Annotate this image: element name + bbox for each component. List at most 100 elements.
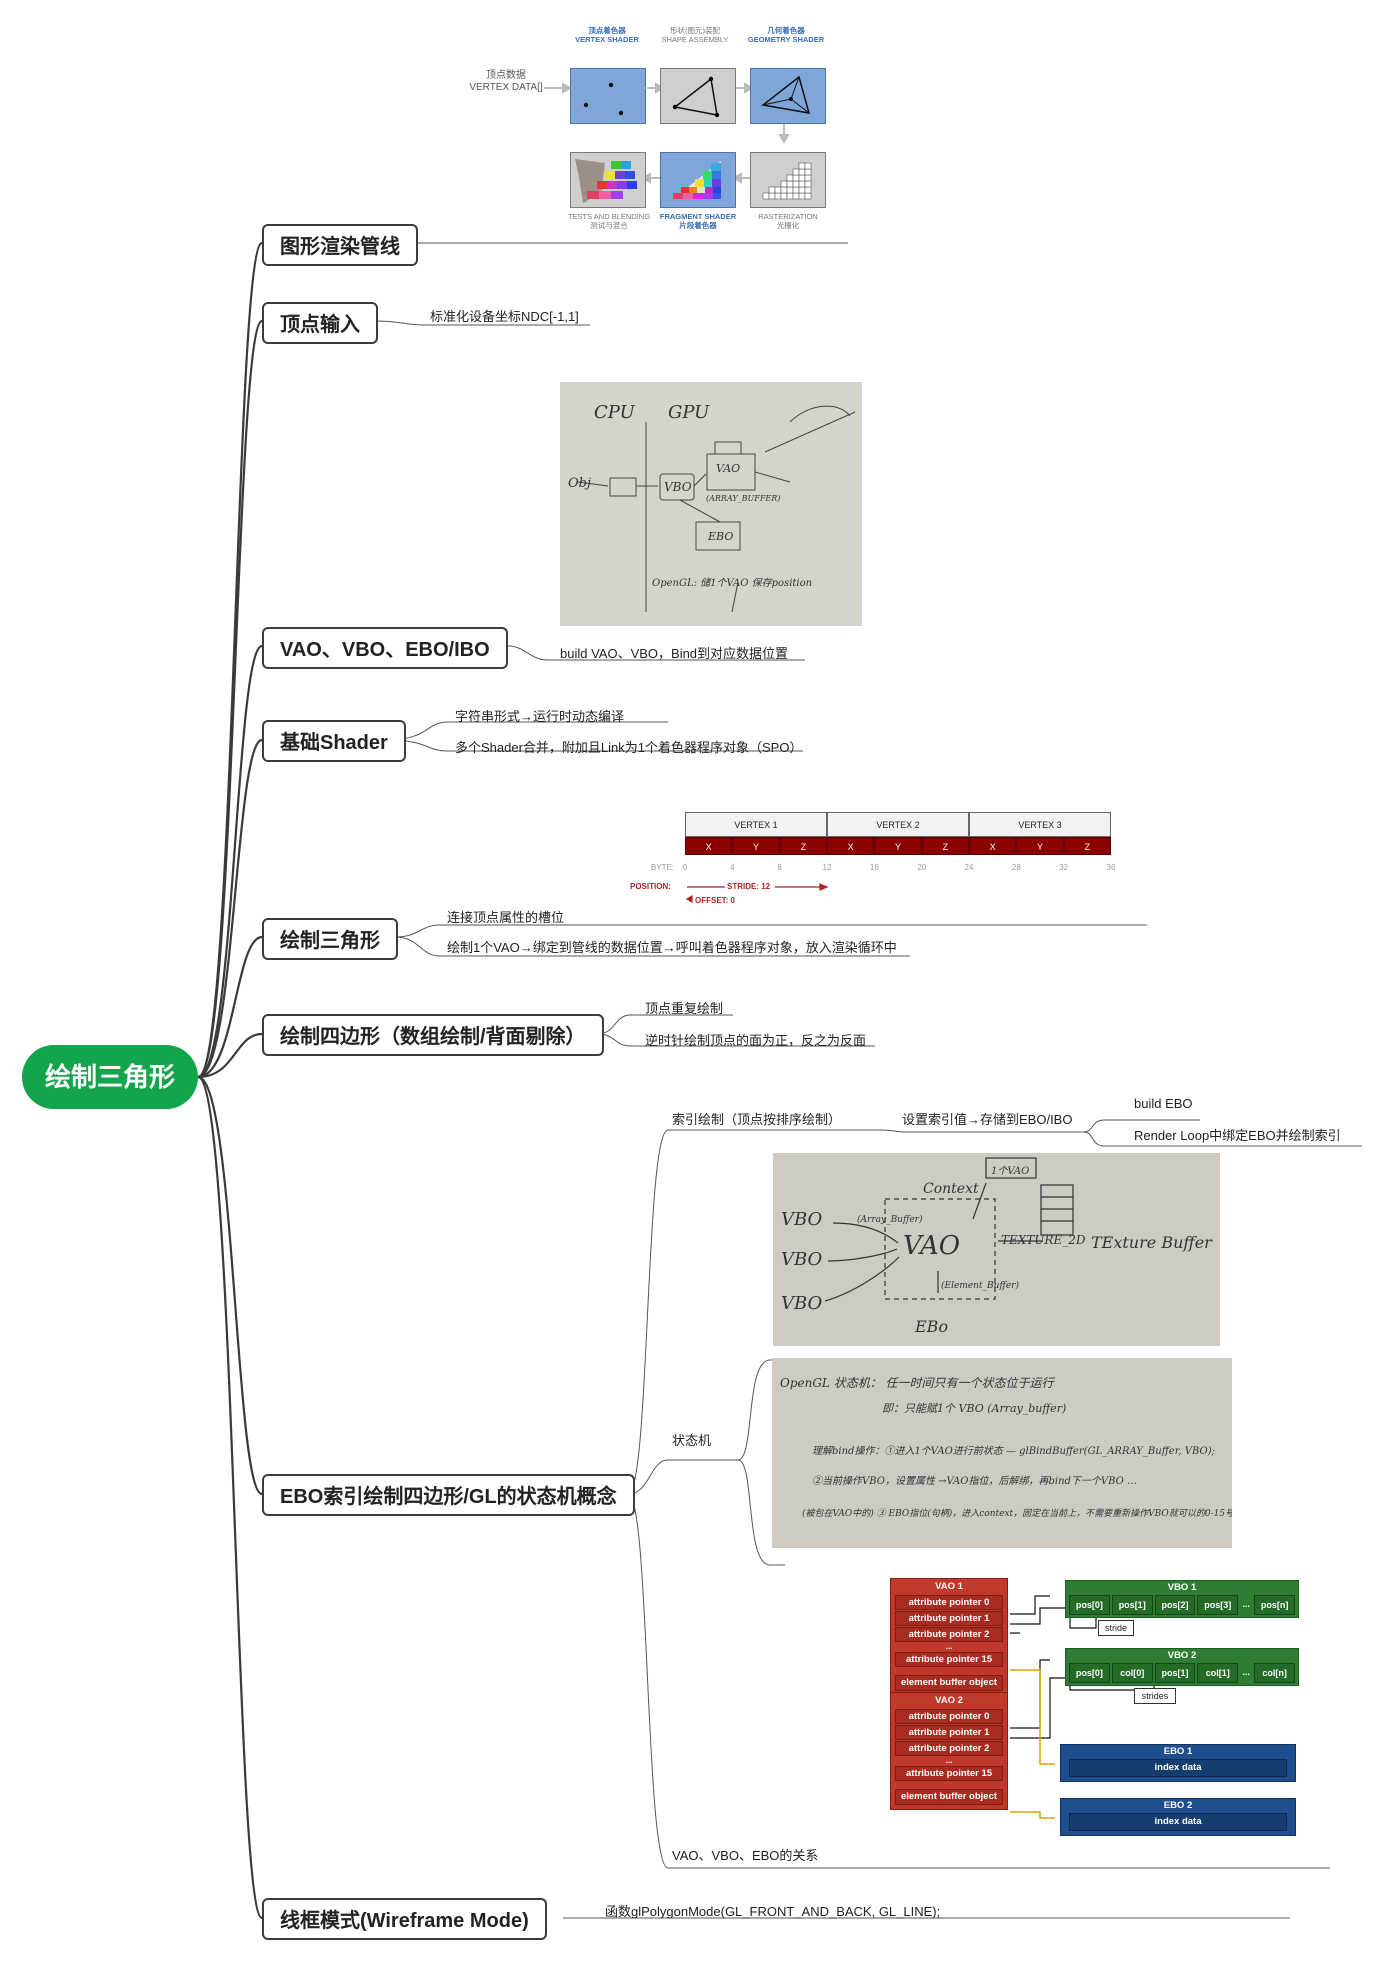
leaf-vao-vbo-ebo-relation[interactable]: VAO、VBO、EBO的关系 bbox=[672, 1848, 819, 1863]
byte-tick-5: 20 bbox=[917, 863, 927, 872]
component-cell-6: X bbox=[969, 837, 1017, 855]
sketch3-line-1: OpenGL 状态机： 任一时间只有一个状态位于运行 bbox=[780, 1376, 1054, 1390]
byte-tick-1: 4 bbox=[730, 863, 735, 872]
vao-2-title: VAO 2 bbox=[935, 1695, 963, 1706]
leaf-set-index[interactable]: 设置索引值→存储到EBO/IBO bbox=[902, 1112, 1073, 1127]
topic-render-pipeline[interactable]: 图形渲染管线 bbox=[262, 224, 418, 266]
topic-draw-quad[interactable]: 绘制四边形（数组绘制/背面剔除） bbox=[262, 1014, 604, 1056]
topic-basic-shader[interactable]: 基础Shader bbox=[262, 720, 406, 762]
vbo2-cell-1: col[0] bbox=[1111, 1663, 1153, 1683]
sketch-vao-context-photo: VBO VBO VBO VAO EBo Context 1个VAO (Array… bbox=[773, 1153, 1220, 1346]
leaf-quad-ccw[interactable]: 逆时针绘制顶点的面为正，反之为反面 bbox=[645, 1033, 867, 1048]
stage-rasterization-cn: 光栅化 bbox=[776, 221, 800, 230]
byte-tick-8: 32 bbox=[1059, 863, 1069, 872]
sketch3-line-3: 理解bind操作：①进入1个VAO进行前状态 — glBindBuffer(GL… bbox=[812, 1446, 1215, 1457]
sketch3-line-5: (被包在VAO中的) ③ EBO指位(句柄)，进入context，固定在当前上，… bbox=[802, 1509, 1232, 1519]
vao1-ebo-object: element buffer object bbox=[895, 1675, 1003, 1691]
vao-2-box: VAO 2 attribute pointer 0 attribute poin… bbox=[890, 1692, 1008, 1810]
sketch1-vao: VAO bbox=[716, 462, 741, 475]
stage-vertex-shader-box bbox=[570, 68, 646, 124]
vbo2-cell-5: col[n] bbox=[1254, 1663, 1295, 1683]
stride-arrows bbox=[685, 883, 829, 904]
ebo-2-index-data: index data bbox=[1069, 1813, 1287, 1831]
leaf-vao-build[interactable]: build VAO、VBO，Bind到对应数据位置 bbox=[560, 646, 789, 661]
component-cell-8: Z bbox=[1063, 837, 1111, 855]
stage-tests-blending-en: TESTS AND BLENDING bbox=[567, 212, 651, 221]
stage-fragment-shader-cn: 片段着色器 bbox=[679, 221, 717, 230]
vbo1-cell-4: ... bbox=[1242, 1599, 1250, 1609]
root-topic[interactable]: 绘制三角形 bbox=[22, 1045, 198, 1109]
vbo-1-cells: pos[0]pos[1]pos[2]pos[3]...pos[n] bbox=[1066, 1595, 1298, 1615]
sketch-cpu-gpu-photo: CPU GPU Obj VBO VAO (ARRAY_BUFFER) EBO O… bbox=[560, 382, 862, 626]
stage-geometry-shader-box bbox=[750, 68, 826, 124]
vbo-2-box: VBO 2 pos[0]col[0]pos[1]col[1]... col[n] bbox=[1065, 1648, 1299, 1686]
topic-draw-triangle[interactable]: 绘制三角形 bbox=[262, 918, 398, 960]
ebo-1-title: EBO 1 bbox=[1163, 1746, 1193, 1757]
vao2-attr-2: attribute pointer 2 bbox=[895, 1741, 1003, 1756]
vbo-1-stride: stride bbox=[1098, 1620, 1134, 1636]
byte-label: BYTE: bbox=[651, 863, 675, 872]
topic-vertex-input[interactable]: 顶点输入 bbox=[262, 302, 378, 344]
leaf-render-loop[interactable]: Render Loop中绑定EBO并绘制索引 bbox=[1134, 1128, 1341, 1143]
vertex-3-header: VERTEX 3 bbox=[969, 812, 1111, 837]
component-cell-3: X bbox=[827, 837, 875, 855]
byte-tick-4: 16 bbox=[869, 863, 879, 872]
ebo-1-box: EBO 1 index data bbox=[1060, 1744, 1296, 1782]
topic-ebo-state-machine[interactable]: EBO索引绘制四边形/GL的状态机概念 bbox=[262, 1474, 635, 1516]
stage-vertex-shader-en: VERTEX SHADER bbox=[575, 35, 639, 44]
component-cell-1: Y bbox=[732, 837, 780, 855]
stage-fragment-shader-box bbox=[660, 152, 736, 208]
component-cell-0: X bbox=[685, 837, 733, 855]
vao2-dots: ... bbox=[945, 1756, 953, 1765]
vertex-2-header: VERTEX 2 bbox=[827, 812, 969, 837]
vbo2-cell-0: pos[0] bbox=[1069, 1663, 1110, 1683]
leaf-polygon-mode[interactable]: 函数glPolygonMode(GL_FRONT_AND_BACK, GL_LI… bbox=[605, 1904, 941, 1919]
sketch1-opengl-line: OpenGL: 储1个VAO 保存position bbox=[652, 578, 813, 589]
component-cell-2: Z bbox=[779, 837, 827, 855]
vbo1-cell-2: pos[2] bbox=[1154, 1595, 1196, 1615]
leaf-build-ebo[interactable]: build EBO bbox=[1134, 1096, 1193, 1111]
leaf-state-machine[interactable]: 状态机 bbox=[672, 1433, 712, 1448]
vao-1-box: VAO 1 attribute pointer 0 attribute poin… bbox=[890, 1578, 1008, 1696]
sketch2-texture-buffer: TExture Buffer bbox=[1091, 1233, 1212, 1252]
sketch1-cpu: CPU bbox=[594, 402, 635, 423]
vbo-2-cells: pos[0]col[0]pos[1]col[1]... col[n] bbox=[1066, 1663, 1298, 1683]
leaf-shader-link[interactable]: 多个Shader合并，附加且Link为1个着色器程序对象（SPO） bbox=[455, 740, 803, 755]
stage-shape-assembly-cn: 形状(图元)装配 bbox=[670, 26, 720, 35]
render-pipeline-image: 顶点数据 VERTEX DATA[] 顶点着色器 VERTEX SHADER 形… bbox=[460, 20, 840, 245]
vao1-attr-2: attribute pointer 2 bbox=[895, 1627, 1003, 1642]
ebo-2-box: EBO 2 index data bbox=[1060, 1798, 1296, 1836]
byte-tick-3: 12 bbox=[822, 863, 832, 872]
stage-rasterization-en: RASTERIZATION bbox=[758, 212, 818, 221]
sketch2-vbo-2: VBO bbox=[781, 1249, 823, 1270]
vao1-attr-0: attribute pointer 0 bbox=[895, 1595, 1003, 1610]
vbo1-cell-3: pos[3] bbox=[1197, 1595, 1239, 1615]
leaf-shader-compile[interactable]: 字符串形式→运行时动态编译 bbox=[455, 709, 625, 724]
component-cell-4: Y bbox=[874, 837, 922, 855]
vbo2-cell-2: pos[1] bbox=[1154, 1663, 1196, 1683]
vbo-1-box: VBO 1 pos[0]pos[1]pos[2]pos[3]...pos[n] bbox=[1065, 1580, 1299, 1618]
topic-wireframe[interactable]: 线框模式(Wireframe Mode) bbox=[262, 1898, 547, 1940]
sketch1-gpu: GPU bbox=[668, 402, 710, 423]
stage-rasterization-box bbox=[750, 152, 826, 208]
sketch1-ebo: EBO bbox=[708, 530, 734, 543]
leaf-triangle-draw[interactable]: 绘制1个VAO→绑定到管线的数据位置→呼叫着色器程序对象，放入渲染循环中 bbox=[447, 940, 897, 955]
vbo-2-stride: strides bbox=[1134, 1688, 1176, 1704]
pipeline-input-en: VERTEX DATA[] bbox=[469, 82, 543, 93]
vao2-attr-15: attribute pointer 15 bbox=[895, 1766, 1003, 1781]
sketch2-context: Context bbox=[923, 1181, 979, 1197]
sketch-state-machine-photo: OpenGL 状态机： 任一时间只有一个状态位于运行 即：只能赋1个 VBO (… bbox=[772, 1358, 1232, 1548]
stage-vertex-shader-cn: 顶点着色器 bbox=[588, 26, 626, 35]
vbo-2-title: VBO 2 bbox=[1167, 1650, 1197, 1661]
leaf-triangle-slot[interactable]: 连接顶点属性的槽位 bbox=[447, 910, 565, 925]
position-label: POSITION: bbox=[630, 882, 671, 891]
leaf-index-draw[interactable]: 索引绘制（顶点按排序绘制） bbox=[672, 1112, 842, 1127]
sketch2-vbo-1: VBO bbox=[781, 1209, 823, 1230]
leaf-ndc[interactable]: 标准化设备坐标NDC[-1,1] bbox=[430, 309, 579, 324]
topic-vao-vbo-ebo[interactable]: VAO、VBO、EBO/IBO bbox=[262, 627, 508, 669]
vbo2-cell-3: col[1] bbox=[1197, 1663, 1239, 1683]
leaf-quad-repeat[interactable]: 顶点重复绘制 bbox=[645, 1001, 724, 1016]
vbo2-cell-4: ... bbox=[1242, 1667, 1250, 1677]
